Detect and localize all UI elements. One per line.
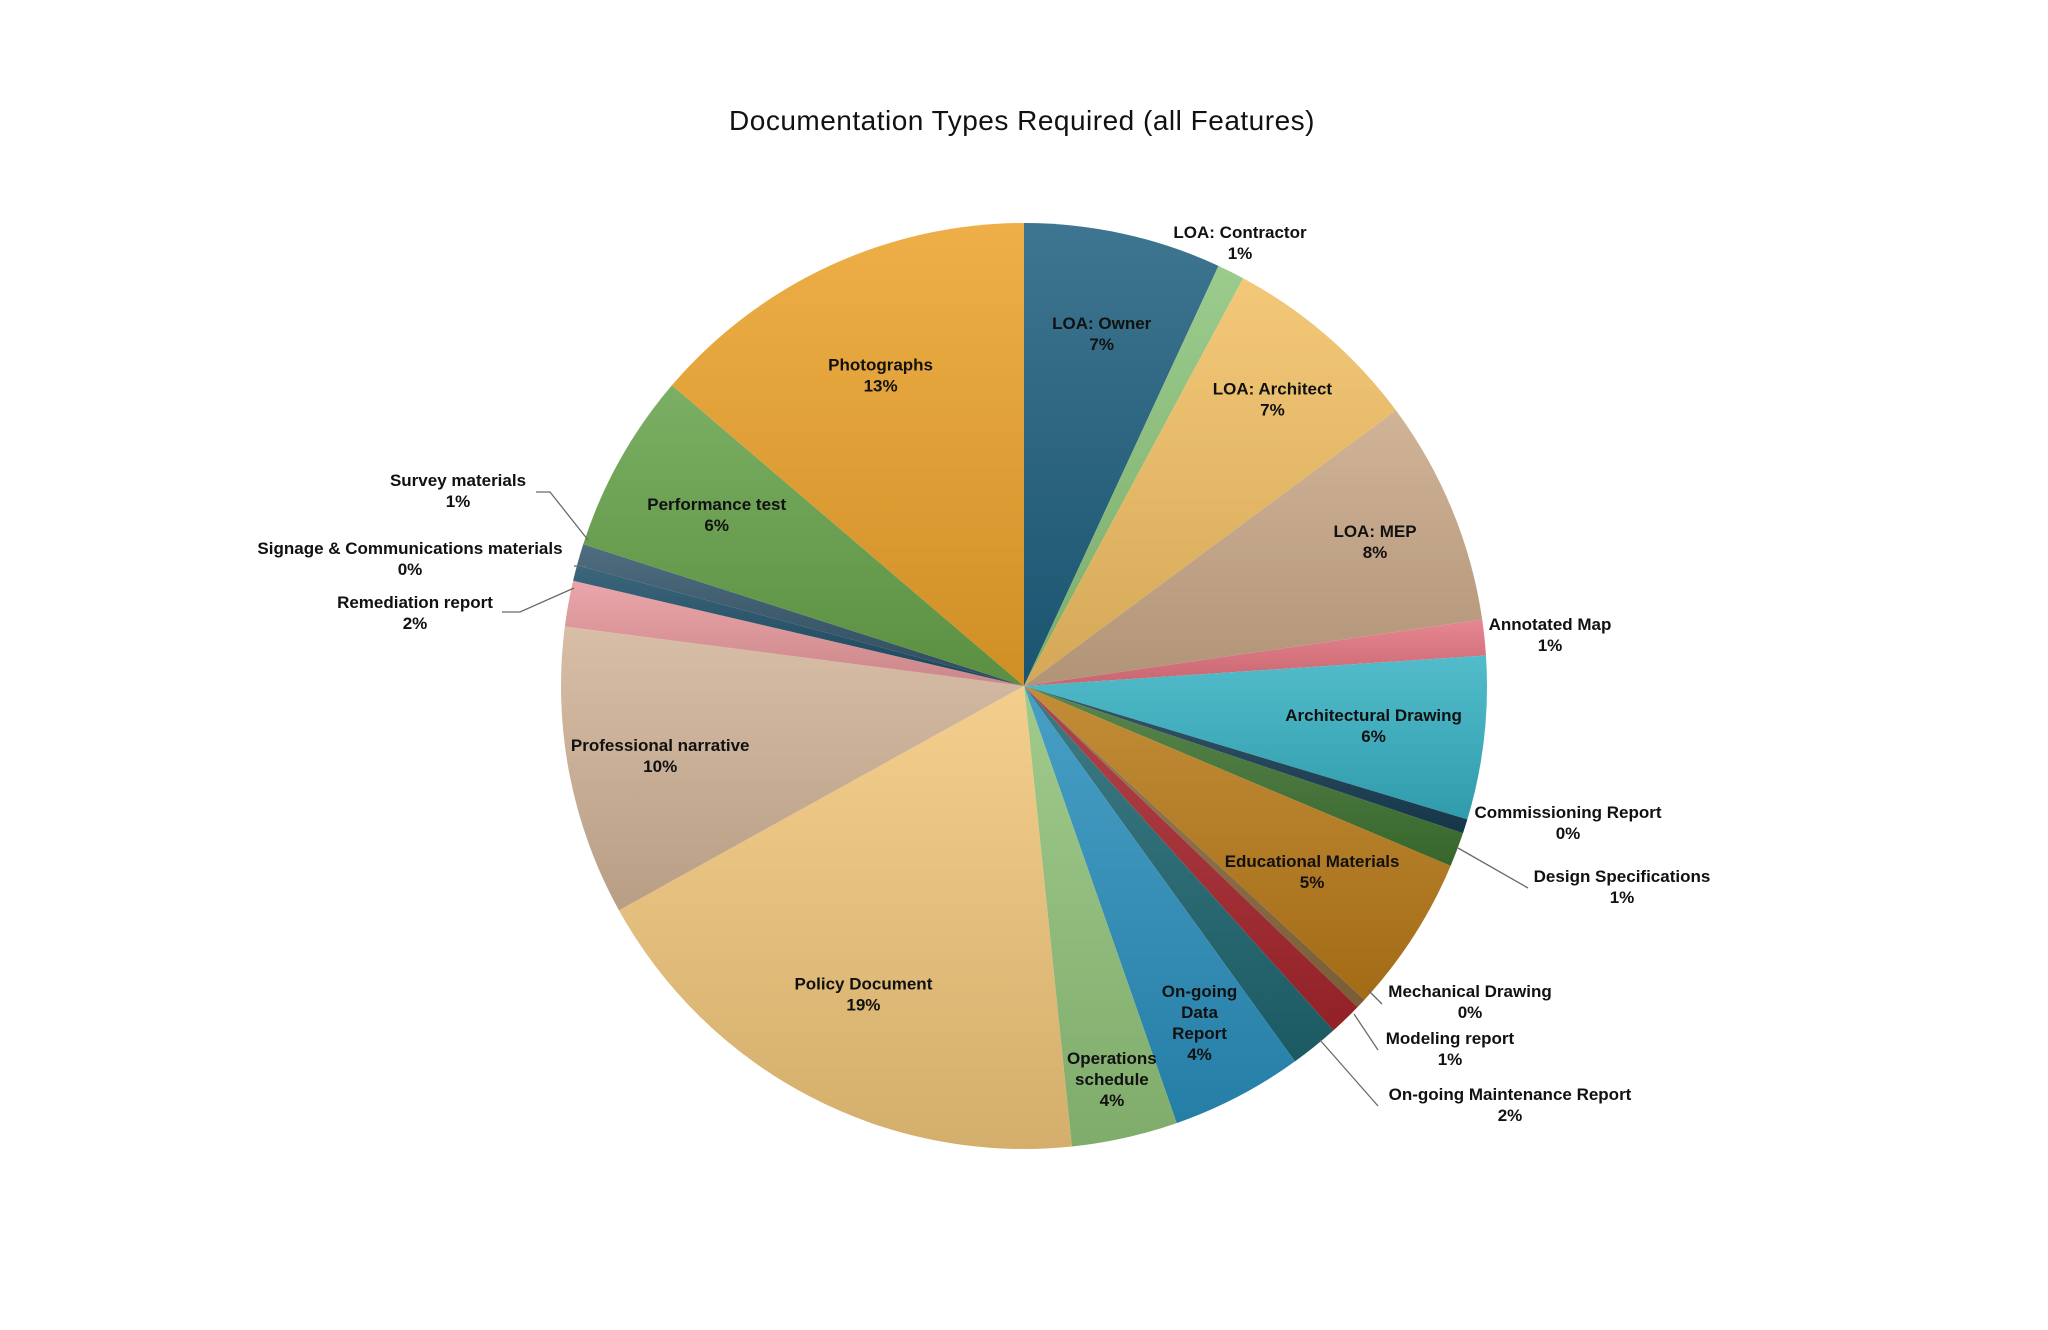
slice-percent-operations-schedule: 4%: [1100, 1091, 1125, 1110]
slice-percent-commissioning-report: 0%: [1556, 824, 1581, 843]
slice-name-policy-document: Policy Document: [794, 974, 932, 993]
slice-policy-document: [618, 686, 1072, 1149]
slice-name-on-going-data-report: Report: [1172, 1024, 1227, 1043]
slice-percent-modeling-report: 1%: [1438, 1050, 1463, 1069]
slice-label-educational-materials: Educational Materials 5%: [1225, 852, 1400, 892]
slice-annotated-map: [1024, 619, 1486, 686]
slice-label-commissioning-report: Commissioning Report 0%: [1474, 803, 1661, 843]
leader-lines: [502, 491, 1529, 1107]
slice-label-signage-communications-materials: Signage & Communications materials 0%: [257, 539, 562, 579]
leader-line-remediation-report: [502, 587, 575, 613]
slice-percent-remediation-report: 2%: [403, 614, 428, 633]
slice-label-policy-document: Policy Document 19%: [794, 974, 932, 1014]
chart-title: Documentation Types Required (all Featur…: [729, 105, 1315, 136]
slice-percent-architectural-drawing: 6%: [1361, 727, 1386, 746]
slice-name-mechanical-drawing: Mechanical Drawing: [1388, 982, 1551, 1001]
slice-label-annotated-map: Annotated Map 1%: [1489, 615, 1612, 655]
pie-slices: [561, 223, 1487, 1149]
slice-percent-design-specifications: 1%: [1610, 888, 1635, 907]
slice-professional-narrative: [561, 626, 1024, 911]
slice-name-operations-schedule: schedule: [1075, 1070, 1149, 1089]
slice-name-performance-test: Performance test: [647, 495, 786, 514]
slice-label-loa-mep: LOA: MEP 8%: [1333, 522, 1416, 562]
slice-name-professional-narrative: Professional narrative: [571, 736, 750, 755]
slice-label-on-going-maintenance-report: On-going Maintenance Report 2%: [1389, 1085, 1632, 1125]
slice-name-on-going-maintenance-report: On-going Maintenance Report: [1389, 1085, 1632, 1104]
slice-loa-owner: [1024, 223, 1219, 686]
slice-label-modeling-report: Modeling report 1%: [1386, 1029, 1515, 1069]
slice-percent-loa-architect: 7%: [1260, 400, 1285, 419]
slice-label-loa-contractor: LOA: Contractor 1%: [1173, 223, 1307, 263]
slice-label-loa-owner: LOA: Owner 7%: [1052, 314, 1152, 354]
slice-design-specifications: [1024, 686, 1463, 866]
slice-signage-communications-materials: [573, 565, 1024, 686]
slice-on-going-data-report: [1024, 686, 1295, 1124]
slice-modeling-report: [1024, 686, 1358, 1031]
slice-commissioning-report: [1024, 686, 1468, 834]
slice-name-loa-owner: LOA: Owner: [1052, 314, 1152, 333]
leader-line-design-specifications: [1457, 847, 1529, 889]
slice-name-educational-materials: Educational Materials: [1225, 852, 1400, 871]
slice-name-commissioning-report: Commissioning Report: [1474, 803, 1661, 822]
slice-percent-performance-test: 6%: [704, 516, 729, 535]
slice-photographs: [671, 223, 1024, 686]
slice-name-survey-materials: Survey materials: [390, 471, 526, 490]
slice-percent-on-going-maintenance-report: 2%: [1498, 1106, 1523, 1125]
slice-label-loa-architect: LOA: Architect 7%: [1213, 379, 1333, 419]
slice-percent-survey-materials: 1%: [446, 492, 471, 511]
slice-name-modeling-report: Modeling report: [1386, 1029, 1515, 1048]
slice-label-performance-test: Performance test 6%: [647, 495, 786, 535]
slice-percent-professional-narrative: 10%: [643, 757, 677, 776]
slice-label-mechanical-drawing: Mechanical Drawing 0%: [1388, 982, 1551, 1022]
slice-performance-test: [583, 385, 1024, 686]
slice-name-loa-contractor: LOA: Contractor: [1173, 223, 1307, 242]
slice-percent-annotated-map: 1%: [1538, 636, 1563, 655]
slice-name-signage-communications-materials: Signage & Communications materials: [257, 539, 562, 558]
slice-loa-contractor: [1024, 265, 1244, 686]
slice-percent-on-going-data-report: 4%: [1187, 1045, 1212, 1064]
slice-survey-materials: [577, 544, 1024, 686]
slice-name-remediation-report: Remediation report: [337, 593, 493, 612]
slice-name-loa-architect: LOA: Architect: [1213, 379, 1333, 398]
leader-line-survey-materials: [536, 491, 589, 541]
slice-percent-photographs: 13%: [864, 376, 898, 395]
slice-educational-materials: [1024, 686, 1451, 1000]
slice-label-professional-narrative: Professional narrative 10%: [571, 736, 750, 776]
slice-loa-mep: [1024, 410, 1483, 686]
slice-percent-educational-materials: 5%: [1300, 873, 1325, 892]
slice-label-operations-schedule: Operations schedule 4%: [1067, 1049, 1157, 1110]
slice-name-on-going-data-report: Data: [1181, 1003, 1218, 1022]
slice-labels: LOA: Owner 7% LOA: Contractor 1% LOA: Archit…: [257, 223, 1710, 1125]
slice-name-photographs: Photographs: [828, 355, 933, 374]
slice-label-architectural-drawing: Architectural Drawing 6%: [1285, 706, 1462, 746]
slice-percent-signage-communications-materials: 0%: [398, 560, 423, 579]
slice-percent-policy-document: 19%: [846, 995, 880, 1014]
slice-remediation-report: [564, 580, 1024, 686]
leader-line-modeling-report: [1353, 1013, 1379, 1051]
slice-operations-schedule: [1024, 686, 1177, 1147]
slice-label-photographs: Photographs 13%: [828, 355, 933, 395]
slice-percent-mechanical-drawing: 0%: [1458, 1003, 1483, 1022]
leader-line-on-going-maintenance-report: [1319, 1039, 1379, 1107]
slice-name-loa-mep: LOA: MEP: [1333, 522, 1416, 541]
leader-line-mechanical-drawing: [1367, 989, 1383, 1005]
slice-label-design-specifications: Design Specifications 1%: [1534, 867, 1711, 907]
slice-mechanical-drawing: [1024, 686, 1365, 1008]
slice-on-going-maintenance-report: [1024, 686, 1334, 1062]
slice-architectural-drawing: [1024, 655, 1487, 820]
slice-name-on-going-data-report: On-going: [1162, 982, 1238, 1001]
slice-loa-architect: [1024, 278, 1396, 686]
slice-name-operations-schedule: Operations: [1067, 1049, 1157, 1068]
slice-percent-loa-mep: 8%: [1363, 543, 1388, 562]
slice-percent-loa-contractor: 1%: [1228, 244, 1253, 263]
slice-percent-loa-owner: 7%: [1089, 335, 1114, 354]
slice-name-design-specifications: Design Specifications: [1534, 867, 1711, 886]
slice-name-annotated-map: Annotated Map: [1489, 615, 1612, 634]
slice-name-architectural-drawing: Architectural Drawing: [1285, 706, 1462, 725]
slice-label-remediation-report: Remediation report 2%: [337, 593, 493, 633]
slice-label-survey-materials: Survey materials 1%: [390, 471, 526, 511]
